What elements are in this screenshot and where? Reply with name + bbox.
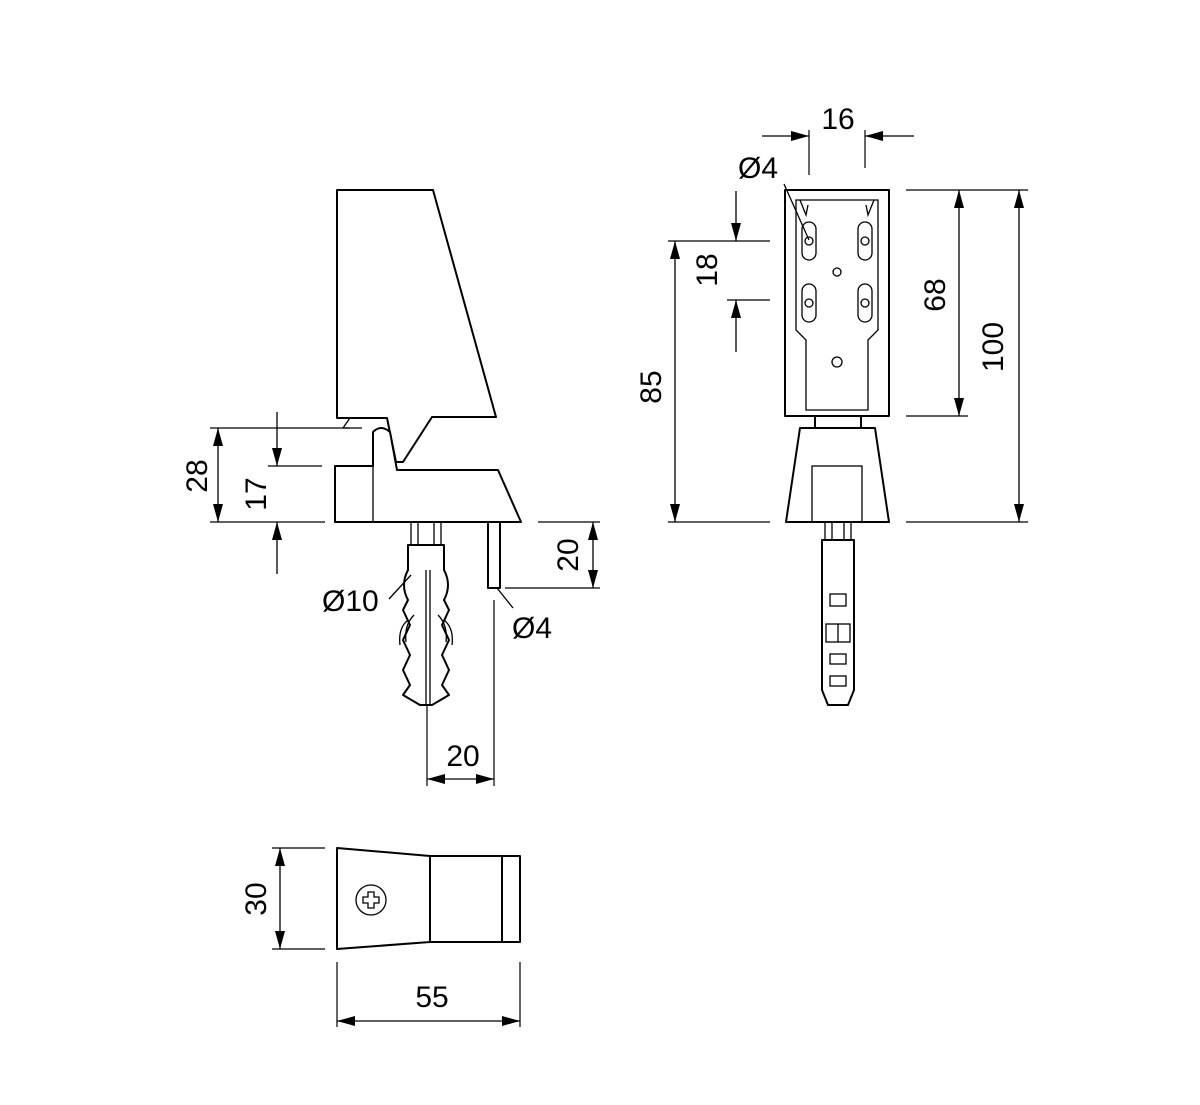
top-end xyxy=(501,855,521,943)
dim-100-label: 100 xyxy=(977,322,1010,372)
dim-100-group: 100 xyxy=(906,190,1028,523)
top-view: 30 55 xyxy=(240,847,521,1027)
dim-pin-leader: Ø4 xyxy=(496,587,552,645)
dim-18-label: 18 xyxy=(691,253,724,286)
dim-16-label: 16 xyxy=(821,103,854,136)
side-base xyxy=(334,427,522,523)
top-body xyxy=(336,847,431,950)
dim-30-label: 30 xyxy=(240,882,273,915)
side-wall-plug xyxy=(399,544,453,706)
front-lower-hole xyxy=(831,356,843,368)
side-pin xyxy=(487,521,501,589)
dim-dowel-leader: Ø10 xyxy=(322,574,412,618)
dim-55-label: 55 xyxy=(415,981,448,1014)
dim-28-group: 28 xyxy=(181,427,350,523)
dim-pin-label: Ø4 xyxy=(512,612,552,645)
side-view: 28 17 20 Ø10 Ø4 xyxy=(181,189,600,786)
dim-85-group: 85 xyxy=(635,240,770,523)
side-dowel-shank xyxy=(410,522,442,545)
front-slots xyxy=(801,221,873,323)
dim-55-group: 55 xyxy=(336,962,521,1027)
dim-18-group: 18 xyxy=(691,191,770,352)
dim-offset-20-label: 20 xyxy=(446,740,479,773)
side-upper-lip xyxy=(341,417,362,429)
dim-hole-label: Ø4 xyxy=(738,152,778,185)
dim-pin-20-group: 20 xyxy=(505,521,600,589)
screw-icon xyxy=(355,884,387,916)
front-view: 16 Ø4 18 85 xyxy=(635,103,1028,706)
dim-offset-20-group: 20 xyxy=(426,600,495,786)
front-plate xyxy=(784,189,890,417)
dim-30-group: 30 xyxy=(240,847,325,950)
front-wall-plug xyxy=(821,539,855,706)
dim-68-group: 68 xyxy=(906,189,1028,417)
dim-28-label: 28 xyxy=(181,459,214,492)
dim-pin-20-label: 20 xyxy=(552,538,585,571)
dim-17-label: 17 xyxy=(240,477,273,510)
dim-85-label: 85 xyxy=(635,370,668,403)
front-plate-inner xyxy=(795,199,879,411)
dim-hole-leader: Ø4 xyxy=(738,152,810,241)
dim-dowel-label: Ø10 xyxy=(322,585,379,618)
dim-16-group: 16 xyxy=(762,103,914,175)
front-base xyxy=(785,427,890,523)
front-corner-left xyxy=(799,199,809,218)
front-dowel-shank xyxy=(824,522,852,540)
front-center-hole xyxy=(832,267,842,277)
front-base-recess xyxy=(811,465,863,523)
dim-17-group: 17 xyxy=(240,412,322,574)
front-corner-right xyxy=(865,199,875,218)
front-neck xyxy=(814,415,862,429)
dim-68-label: 68 xyxy=(919,278,952,311)
top-cap xyxy=(429,855,503,943)
side-upper-wedge xyxy=(336,189,497,463)
